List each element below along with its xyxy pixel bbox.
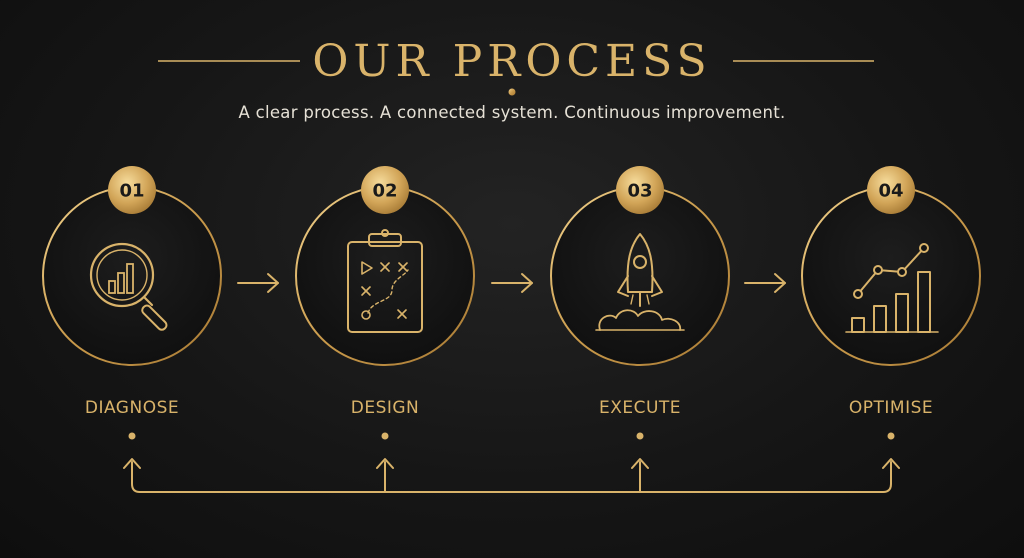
arrow-right-icon [237, 273, 279, 293]
step-number: 04 [878, 181, 903, 202]
arrow-up-icon [882, 458, 900, 469]
arrow-right-icon [491, 273, 533, 293]
step-label-optimise: OPTIMISE [848, 398, 934, 418]
step-badge-2: 02 [361, 166, 409, 214]
step-label-diagnose: DIAGNOSE [84, 398, 180, 418]
step-label-execute: EXECUTE [598, 398, 682, 418]
feedback-loop [131, 461, 892, 493]
page-subtitle: A clear process. A connected system. Con… [238, 103, 786, 122]
label-underline [815, 432, 968, 440]
label-underline [312, 432, 458, 440]
arrow-up-icon [123, 458, 141, 469]
clipboard-strategy-icon [347, 229, 423, 333]
label-underline [54, 432, 210, 440]
arrow-right-icon [744, 273, 786, 293]
step-badge-1: 01 [108, 166, 156, 214]
magnifier-chart-icon [89, 242, 168, 331]
label-underline [565, 432, 715, 440]
arrow-up-icon [631, 458, 649, 469]
title-ornament [158, 60, 874, 96]
arrow-up-icon [376, 458, 394, 469]
step-badge-3: 03 [616, 166, 664, 214]
step-number: 03 [627, 181, 652, 202]
step-number: 01 [119, 181, 144, 202]
page-title: OUR PROCESS [312, 36, 712, 87]
step-badge-4: 04 [867, 166, 915, 214]
step-number: 02 [372, 181, 397, 202]
rocket-icon [595, 233, 685, 331]
growth-chart-icon [845, 243, 939, 333]
step-label-design: DESIGN [350, 398, 420, 418]
